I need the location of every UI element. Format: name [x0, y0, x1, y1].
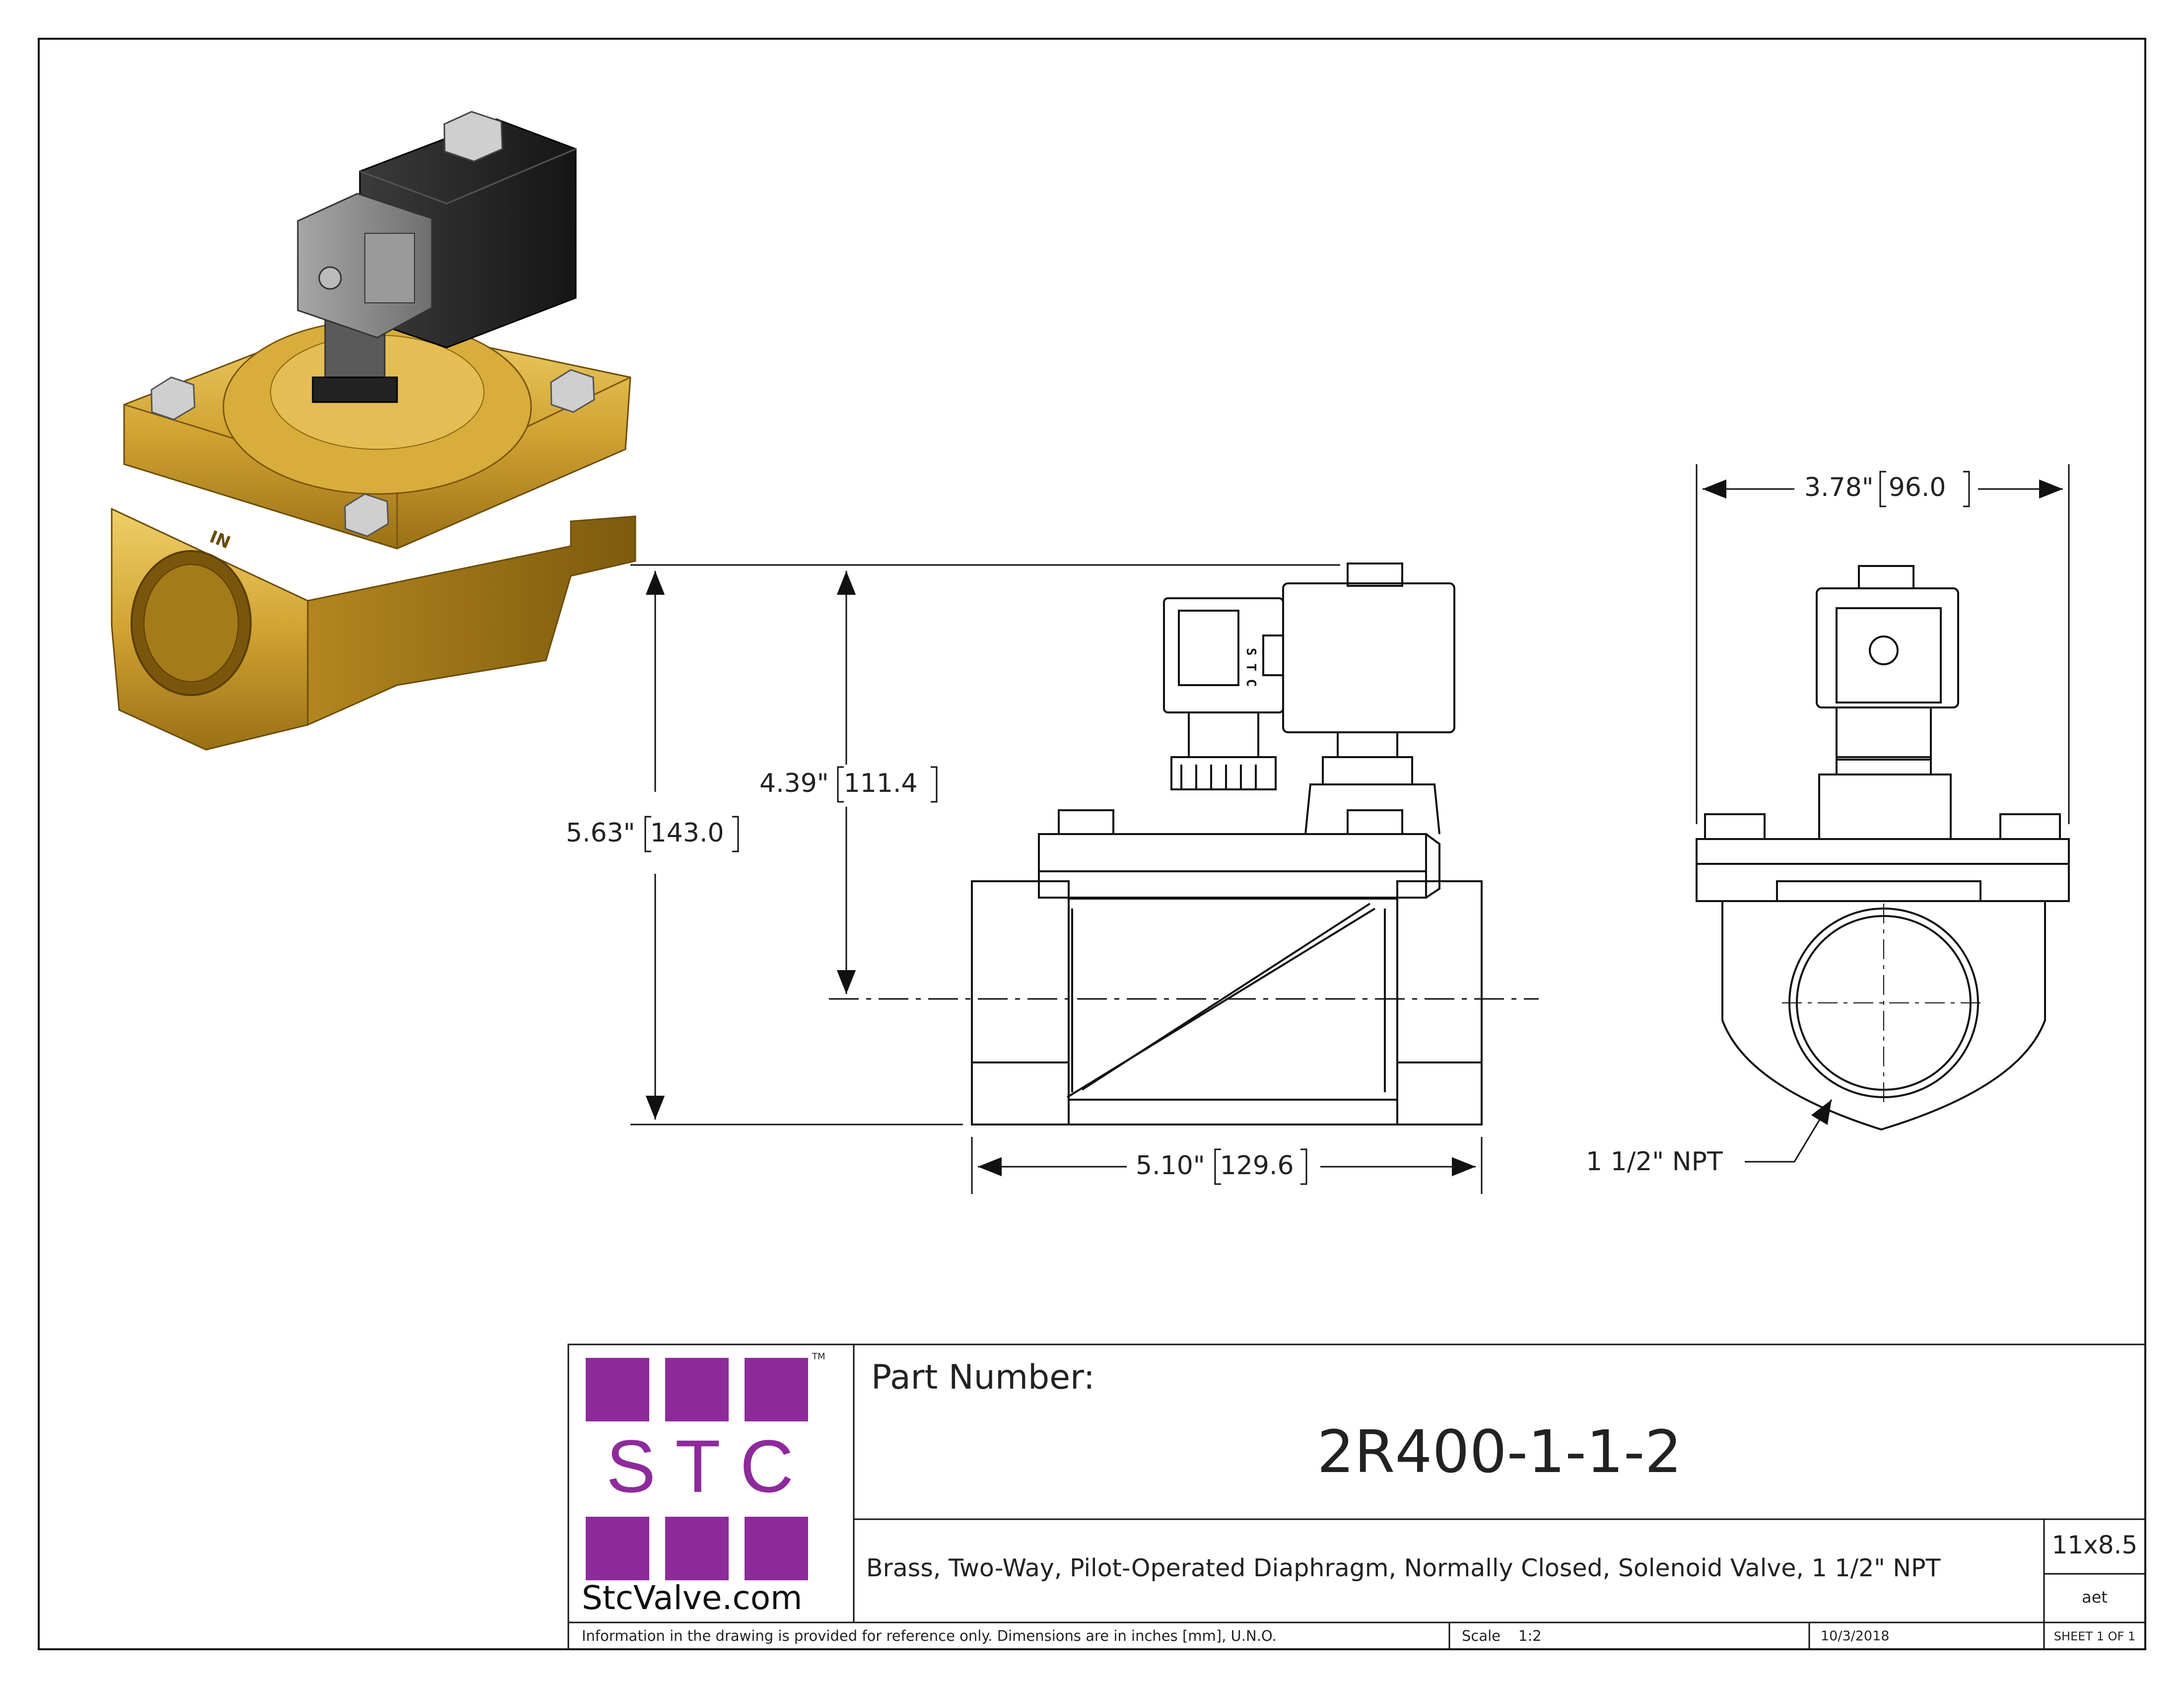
- sheet-number: SHEET 1 OF 1: [2053, 1629, 2136, 1643]
- iso-nut: [312, 376, 398, 403]
- side-bolt-right: [1347, 809, 1403, 835]
- end-body: [1721, 901, 2046, 1131]
- disclaimer: Information in the drawing is provided f…: [582, 1627, 1277, 1644]
- drawing-date: 10/3/2018: [1821, 1628, 1890, 1644]
- end-cover-plate: [1696, 838, 2070, 902]
- side-stem: [1322, 756, 1413, 785]
- logo-tm: TM: [812, 1351, 825, 1362]
- dim-length: 5.10"129.6: [1136, 1151, 1294, 1181]
- logo-website: StcValve.com: [582, 1579, 803, 1617]
- side-connector: [1163, 597, 1284, 713]
- stc-logo: [586, 1358, 808, 1580]
- side-body: [1068, 898, 1398, 1125]
- end-pilot: [1818, 774, 1952, 840]
- side-left-port: [971, 880, 1070, 1125]
- side-connector-brand: S T C: [1243, 648, 1258, 687]
- dim-height-total: 5.63"143.0: [566, 818, 724, 848]
- part-number-label: Part Number:: [871, 1358, 1095, 1397]
- end-bolt-left: [1704, 813, 1766, 840]
- part-number: 2R400-1-1-2: [1317, 1417, 1682, 1486]
- title-block-frame: [567, 1343, 2146, 1650]
- iso-body-side: [307, 515, 636, 726]
- end-coil-nut: [1858, 565, 1914, 589]
- part-description: Brass, Two-Way, Pilot-Operated Diaphragm…: [866, 1554, 1941, 1582]
- side-bolt-left: [1058, 809, 1114, 835]
- end-bolt-right: [1999, 813, 2061, 840]
- iso-coil-nut: [443, 111, 503, 162]
- dim-height-center: 4.39"111.4: [759, 769, 918, 798]
- isometric-view: IN: [111, 111, 636, 751]
- side-right-port: [1396, 880, 1483, 1125]
- iso-connector-screw: [318, 266, 342, 290]
- dim-port-callout: 1 1/2" NPT: [1586, 1147, 1723, 1177]
- dim-width-top: 3.78"96.0: [1804, 473, 1946, 502]
- paper-size: 11x8.5: [2051, 1531, 2138, 1559]
- side-coil: [1282, 582, 1455, 733]
- end-connector-screw: [1869, 635, 1899, 665]
- logo-letters: S T C: [606, 1424, 794, 1508]
- end-connector: [1816, 587, 1959, 708]
- iso-in-label: IN: [207, 527, 233, 553]
- drawn-by: aet: [2082, 1588, 2108, 1607]
- end-view: [1696, 565, 2070, 1131]
- side-view: [829, 563, 1539, 1125]
- side-cover-plate: [1038, 833, 1427, 899]
- side-coil-nut: [1347, 563, 1403, 587]
- iso-bolts: [150, 369, 595, 537]
- dimension-lines: [630, 464, 2070, 1194]
